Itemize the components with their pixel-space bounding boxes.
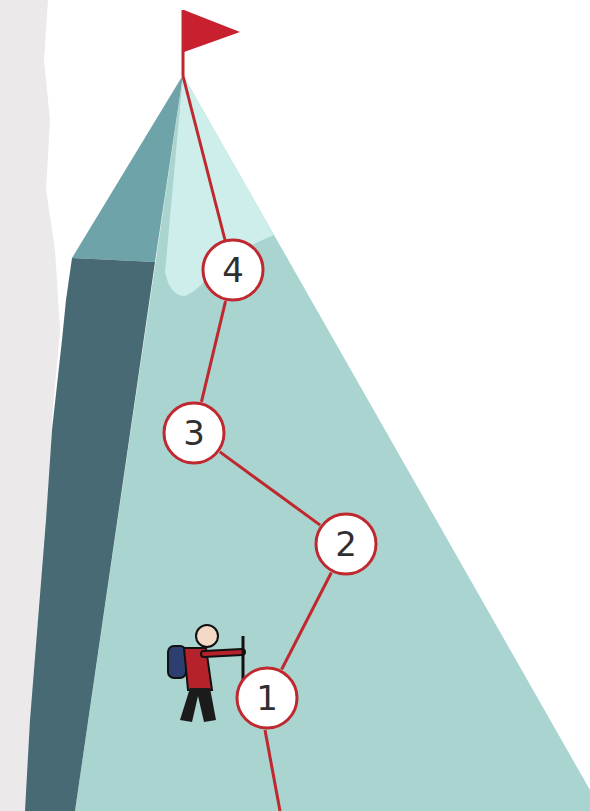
- mountain-shade-top: [72, 75, 183, 262]
- step-number: 4: [201, 238, 265, 302]
- mountain-shade-dark: [25, 258, 155, 811]
- step-number: 3: [162, 401, 226, 465]
- trail-connector: [220, 452, 320, 525]
- step-number: 1: [235, 666, 299, 730]
- trail-line: [183, 76, 225, 240]
- step-circle: 4: [201, 238, 265, 302]
- trail-line: [265, 730, 280, 811]
- trail-connector: [282, 572, 332, 669]
- step-number: 2: [314, 512, 378, 576]
- step-circle: 2: [314, 512, 378, 576]
- trail-connector: [201, 301, 225, 402]
- flag: [184, 10, 240, 52]
- step-circle: 3: [162, 401, 226, 465]
- hiker: [168, 625, 243, 722]
- step-circle: 1: [235, 666, 299, 730]
